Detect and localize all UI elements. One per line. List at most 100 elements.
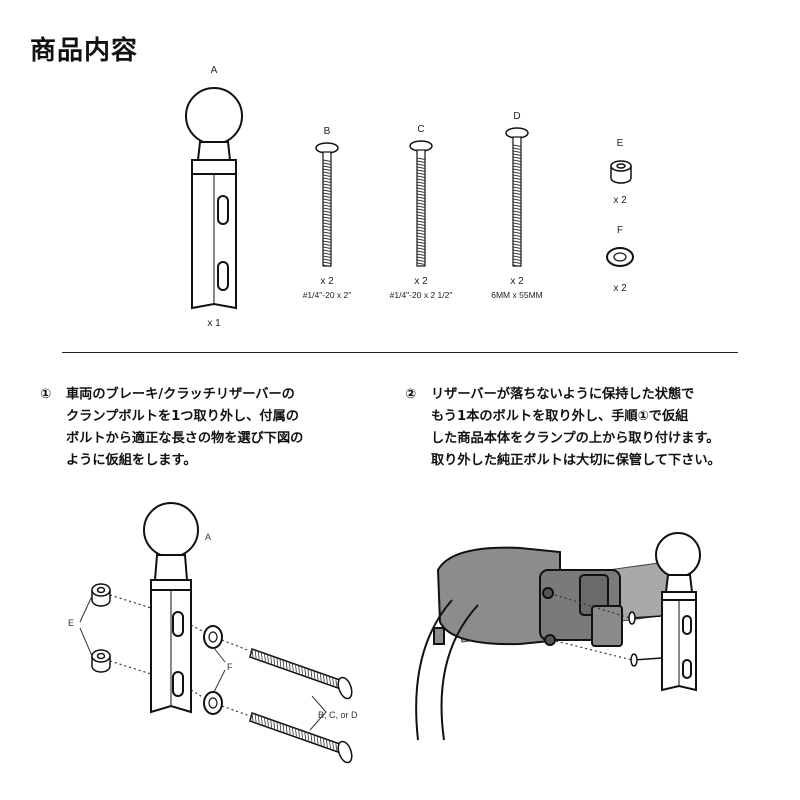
thread-line	[416, 241, 426, 244]
thread-line	[307, 668, 310, 677]
thread-line	[416, 157, 426, 160]
thread-line	[416, 199, 426, 202]
thread-line	[512, 219, 522, 222]
part-f-letter: F	[616, 225, 624, 236]
thread-line	[313, 734, 316, 743]
thread-line	[322, 261, 332, 264]
thread-line	[276, 657, 279, 666]
thread-line	[416, 220, 426, 223]
thread-line	[322, 255, 332, 258]
thread-line	[416, 262, 426, 265]
diagram1-label-e: E	[68, 618, 74, 628]
diagram1-label-f: F	[227, 662, 233, 672]
thread-line	[310, 733, 313, 742]
thread-line	[512, 252, 522, 255]
part-c-bolt	[409, 140, 433, 267]
thread-line	[416, 169, 426, 172]
thread-line	[329, 740, 331, 749]
thread-line	[332, 741, 334, 750]
thread-line	[416, 166, 426, 169]
diagram1-label-bolts: B, C, or D	[318, 710, 358, 720]
thread-line	[285, 724, 288, 734]
thread-line	[254, 650, 257, 659]
thread-line	[322, 192, 332, 195]
step-1-instructions: ① 車両のブレーキ/クラッチリザーバーの クランプボルトを1つ取り外し、付属の …	[40, 384, 303, 472]
thread-line	[322, 222, 332, 225]
thread-line	[319, 736, 322, 746]
thread-line	[291, 663, 294, 672]
thread-line	[322, 252, 332, 255]
part-e-spacer	[610, 160, 632, 184]
thread-line	[416, 256, 426, 259]
thread-line	[416, 205, 426, 208]
thread-line	[512, 249, 522, 252]
step-1-number: ①	[40, 387, 52, 402]
thread-line	[512, 165, 522, 168]
part-b-spec: #1/4"-20 x 2"	[302, 290, 352, 300]
thread-line	[298, 729, 300, 738]
thread-line	[416, 172, 426, 175]
thread-line	[322, 738, 325, 747]
thread-line	[279, 722, 282, 731]
step-1-line-3: ボルトから適正な長さの物を選び下図の	[66, 431, 304, 446]
thread-line	[307, 732, 310, 741]
thread-line	[512, 258, 522, 261]
thread-line	[512, 192, 522, 195]
thread-line	[319, 672, 322, 682]
thread-line	[316, 735, 319, 744]
thread-line	[267, 654, 269, 663]
thread-line	[512, 228, 522, 231]
part-e-letter: E	[616, 138, 624, 149]
thread-line	[512, 240, 522, 243]
thread-line	[322, 264, 332, 267]
thread-line	[512, 201, 522, 204]
thread-line	[295, 728, 297, 737]
thread-line	[416, 178, 426, 181]
thread-line	[322, 204, 332, 207]
part-a-qty: x 1	[207, 318, 221, 329]
thread-line	[416, 193, 426, 196]
part-e-qty: x 2	[613, 195, 627, 206]
thread-line	[322, 177, 332, 180]
thread-line	[512, 237, 522, 240]
thread-line	[322, 674, 325, 683]
thread-line	[512, 261, 522, 264]
thread-line	[512, 180, 522, 183]
thread-line	[251, 712, 254, 722]
thread-line	[512, 147, 522, 150]
step-2-number: ②	[405, 387, 417, 402]
part-d-letter: D	[513, 111, 521, 122]
thread-line	[322, 234, 332, 237]
thread-line	[512, 150, 522, 153]
thread-line	[512, 204, 522, 207]
thread-line	[322, 243, 332, 246]
assembly-washers	[203, 625, 223, 715]
thread-line	[332, 677, 334, 686]
thread-line	[298, 665, 300, 674]
thread-line	[416, 223, 426, 226]
thread-line	[264, 653, 266, 662]
part-b-qty: x 2	[320, 276, 334, 287]
thread-line	[313, 670, 316, 679]
thread-line	[270, 719, 272, 728]
thread-line	[304, 731, 307, 740]
thread-line	[322, 189, 332, 192]
thread-line	[322, 180, 332, 183]
mounted-bolts	[628, 611, 663, 667]
thread-line	[322, 168, 332, 171]
thread-line	[270, 655, 272, 664]
thread-line	[512, 183, 522, 186]
part-d-spec: 6MM x 55MM	[491, 290, 543, 300]
thread-line	[512, 222, 522, 225]
thread-line	[279, 658, 282, 667]
thread-line	[512, 174, 522, 177]
thread-line	[322, 216, 332, 219]
part-b-letter: B	[323, 126, 331, 137]
thread-line	[301, 666, 303, 675]
thread-line	[512, 162, 522, 165]
thread-line	[512, 195, 522, 198]
thread-line	[282, 723, 285, 732]
thread-line	[512, 168, 522, 171]
thread-line	[322, 171, 332, 174]
